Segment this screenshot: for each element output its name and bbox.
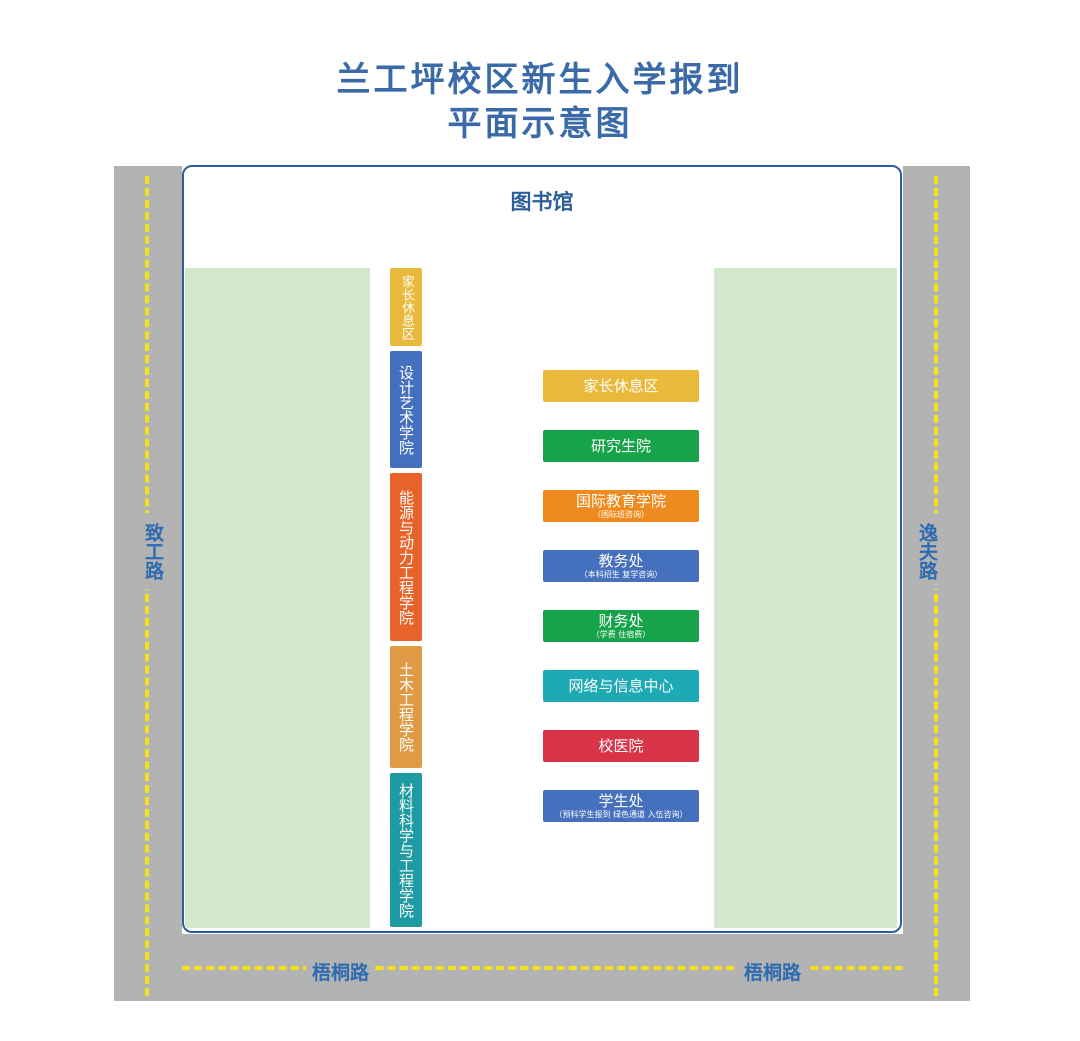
green-area-left bbox=[185, 268, 370, 928]
booth-academic-affairs: 教务处 （本科招生 复学咨询） bbox=[543, 550, 699, 582]
booth-label: 校医院 bbox=[598, 736, 644, 755]
east-road-label: 逸夫路 bbox=[915, 513, 939, 589]
booth-label: 家长休息区 bbox=[583, 376, 659, 395]
booth-sublabel: （预科学生报到 绿色通道 入伍咨询） bbox=[554, 809, 688, 819]
south-road-centerline bbox=[182, 966, 903, 974]
west-road-label: 致工路 bbox=[141, 513, 165, 589]
green-area-right bbox=[714, 268, 897, 928]
south-road-label-right: 梧桐路 bbox=[738, 958, 808, 985]
booth-civil-engineering-college: 土木工程学院 bbox=[390, 646, 422, 768]
booth-energy-power-college: 能源与动力工程学院 bbox=[390, 473, 422, 641]
booth-label: 能源与动力工程学院 bbox=[397, 489, 415, 625]
booth-parents-rest-area-vertical: 家长休息区 bbox=[390, 268, 422, 346]
booth-label: 国际教育学院 bbox=[575, 491, 666, 510]
booth-student-affairs: 学生处 （预科学生报到 绿色通道 入伍咨询） bbox=[543, 790, 699, 822]
booth-label: 财务处 bbox=[598, 611, 644, 630]
booth-label: 研究生院 bbox=[590, 436, 651, 455]
south-road-label-left: 梧桐路 bbox=[306, 958, 376, 985]
booth-sublabel: （学费 住宿费） bbox=[591, 629, 651, 639]
booth-label: 土木工程学院 bbox=[397, 662, 415, 752]
booth-international-education: 国际教育学院 （国际班咨询） bbox=[543, 490, 699, 522]
booth-graduate-school: 研究生院 bbox=[543, 430, 699, 462]
booth-parents-rest-area: 家长休息区 bbox=[543, 370, 699, 402]
booth-label: 学生处 bbox=[598, 791, 644, 810]
booth-label: 设计艺术学院 bbox=[397, 364, 415, 455]
booth-label: 材料科学与工程学院 bbox=[397, 782, 415, 918]
booth-sublabel: （国际班咨询） bbox=[593, 509, 649, 519]
booth-school-hospital: 校医院 bbox=[543, 730, 699, 762]
library-label: 图书馆 bbox=[510, 190, 574, 214]
booth-label: 家长休息区 bbox=[399, 274, 414, 340]
booth-materials-science-college: 材料科学与工程学院 bbox=[390, 773, 422, 927]
booth-sublabel: （本科招生 复学咨询） bbox=[579, 569, 663, 579]
booth-finance-office: 财务处 （学费 住宿费） bbox=[543, 610, 699, 642]
map-title-line1: 兰工坪校区新生入学报到 bbox=[336, 60, 744, 100]
booth-design-art-college: 设计艺术学院 bbox=[390, 351, 422, 468]
map-title-line2: 平面示意图 bbox=[447, 104, 633, 144]
booth-network-center: 网络与信息中心 bbox=[543, 670, 699, 702]
booth-label: 网络与信息中心 bbox=[568, 676, 674, 695]
booth-label: 教务处 bbox=[598, 551, 644, 570]
